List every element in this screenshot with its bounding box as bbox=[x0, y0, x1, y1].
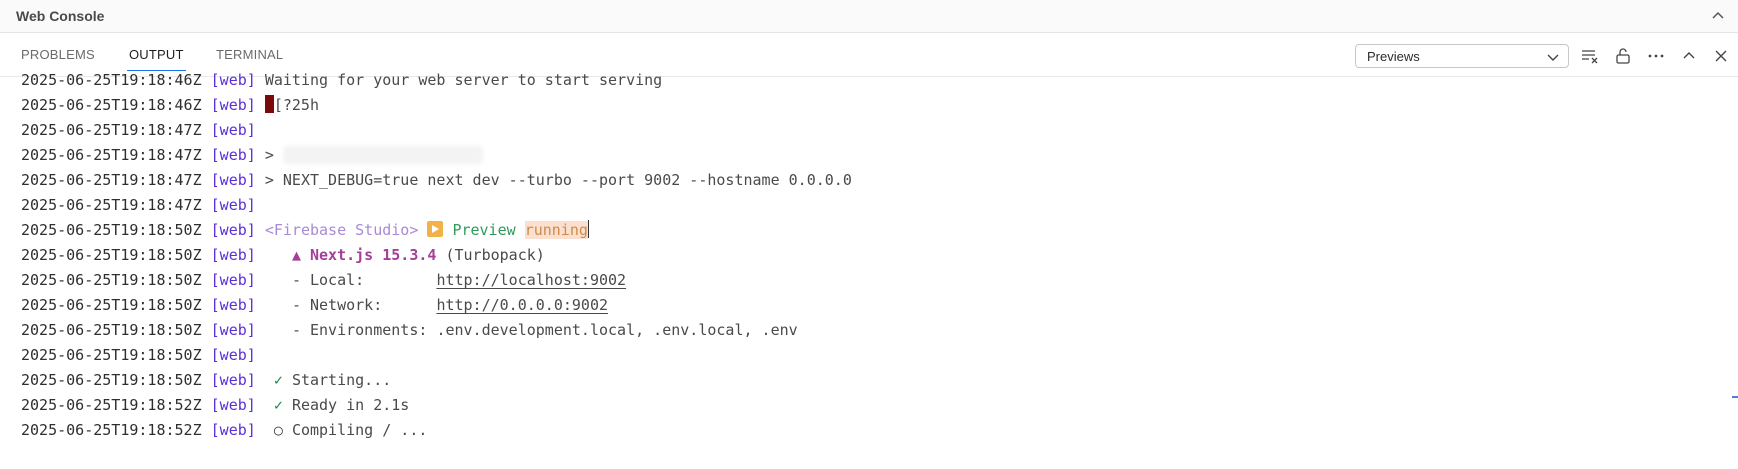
unlock-icon[interactable] bbox=[1611, 44, 1635, 68]
log-line: 2025-06-25T19:18:46Z [web] Waiting for y… bbox=[21, 71, 663, 89]
log-line: 2025-06-25T19:18:50Z [web] - Local: http… bbox=[21, 271, 627, 289]
log-line: 2025-06-25T19:18:47Z [web] bbox=[21, 121, 256, 139]
output-channel-select[interactable]: Previews bbox=[1355, 44, 1569, 68]
panel-titlebar: Web Console bbox=[0, 0, 1738, 33]
log-line: 2025-06-25T19:18:52Z [web] ○ Compiling /… bbox=[21, 421, 428, 439]
log-line: 2025-06-25T19:18:50Z [web] - Environment… bbox=[21, 321, 798, 339]
log-line: 2025-06-25T19:18:47Z [web] > NEXT_DEBUG=… bbox=[21, 171, 852, 189]
panel-title: Web Console bbox=[16, 8, 105, 24]
terminal-cursor bbox=[264, 95, 274, 113]
maximize-icon[interactable] bbox=[1677, 44, 1701, 68]
output-log[interactable]: 2025-06-25T19:18:46Z [web] Waiting for y… bbox=[0, 71, 1738, 469]
check-icon: ✓ bbox=[273, 396, 283, 414]
panel-tabs: PROBLEMS OUTPUT TERMINAL Previews bbox=[0, 33, 1738, 77]
network-url-link[interactable]: http://0.0.0.0:9002 bbox=[436, 296, 609, 314]
log-line: 2025-06-25T19:18:52Z [web] ✓ Ready in 2.… bbox=[21, 396, 410, 414]
chevron-up-icon[interactable] bbox=[1708, 6, 1728, 26]
tab-terminal[interactable]: TERMINAL bbox=[216, 47, 284, 62]
close-icon[interactable] bbox=[1709, 44, 1733, 68]
circle-icon: ○ bbox=[273, 421, 283, 439]
log-line: 2025-06-25T19:18:50Z [web] - Network: ht… bbox=[21, 296, 609, 314]
status-badge: running bbox=[524, 221, 588, 239]
log-line: 2025-06-25T19:18:47Z [web] bbox=[21, 196, 256, 214]
play-icon bbox=[427, 221, 444, 237]
clear-output-icon[interactable] bbox=[1578, 44, 1602, 68]
text-caret bbox=[587, 220, 589, 238]
tab-problems[interactable]: PROBLEMS bbox=[21, 47, 95, 62]
chevron-down-icon bbox=[1546, 50, 1560, 64]
more-icon[interactable] bbox=[1644, 44, 1668, 68]
log-line: 2025-06-25T19:18:47Z [web] > bbox=[21, 144, 483, 166]
log-line: 2025-06-25T19:18:50Z [web] ✓ Starting... bbox=[21, 371, 392, 389]
scrollbar-marker[interactable] bbox=[1732, 396, 1738, 398]
log-line: 2025-06-25T19:18:46Z [web] [?25h bbox=[21, 95, 319, 114]
log-line: 2025-06-25T19:18:50Z [web] <Firebase Stu… bbox=[21, 220, 589, 239]
tab-output[interactable]: OUTPUT bbox=[127, 47, 186, 71]
redacted-text bbox=[282, 146, 483, 164]
log-line: 2025-06-25T19:18:50Z [web] ▲ Next.js 15.… bbox=[21, 246, 545, 264]
log-line: 2025-06-25T19:18:50Z [web] bbox=[21, 346, 256, 364]
check-icon: ✓ bbox=[273, 371, 283, 389]
output-channel-value: Previews bbox=[1367, 49, 1420, 64]
local-url-link[interactable]: http://localhost:9002 bbox=[436, 271, 627, 289]
